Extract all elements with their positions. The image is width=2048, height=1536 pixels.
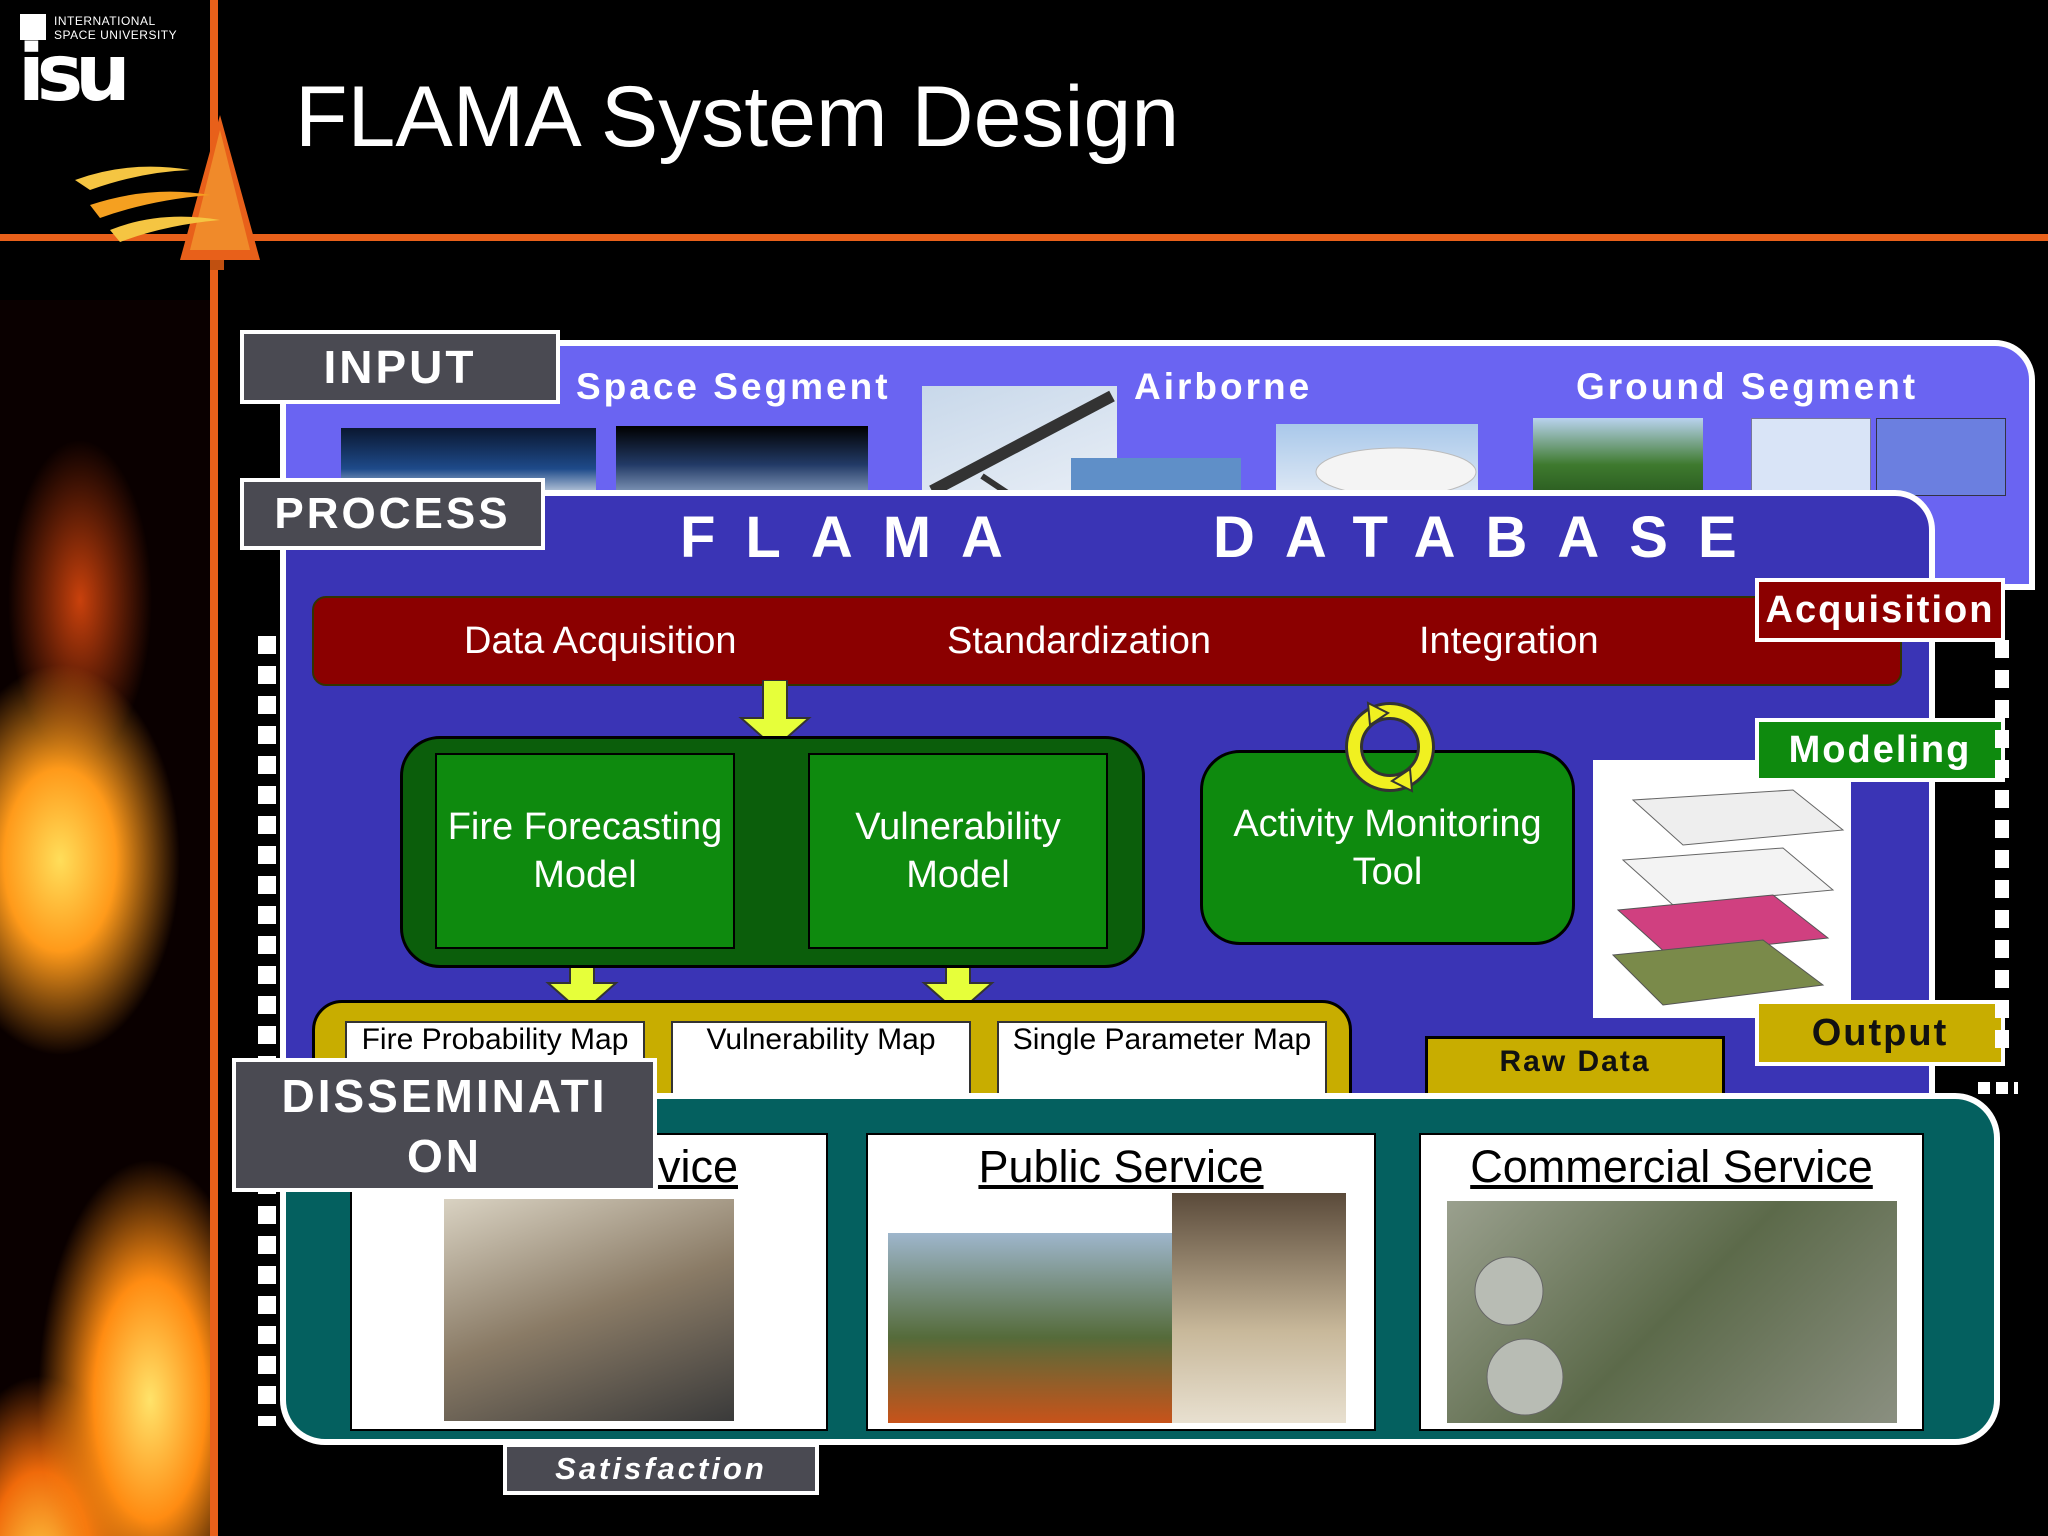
space-segment-label: Space Segment [576, 366, 891, 407]
dissemination-panel: vice Public Service Commercial Service [280, 1093, 2000, 1445]
output-tag: Output [1755, 1000, 2005, 1066]
public-service-title: Public Service [978, 1141, 1264, 1192]
db-title-database: DATABASE [1213, 505, 1767, 570]
fire-forecasting-model: Fire Forecasting Model [435, 753, 735, 949]
orange-horizontal-rule [0, 234, 2048, 241]
dashed-border-corner [1978, 1082, 2018, 1094]
people-laptop-photo [444, 1199, 734, 1421]
firefighters-photo [888, 1233, 1178, 1423]
refresh-cycle-icon [1345, 701, 1435, 793]
page-title: FLAMA System Design [295, 69, 1180, 165]
single-parameter-map: Single Parameter Map [997, 1021, 1327, 1106]
isu-logo-block [20, 14, 46, 40]
isu-logo-line2: SPACE UNIVERSITY [54, 28, 178, 42]
airship-photo [1276, 424, 1478, 497]
gis-layers-image [1593, 760, 1851, 1018]
commercial-service-title: Commercial Service [1470, 1141, 1873, 1192]
public-service-card: Public Service [866, 1133, 1376, 1431]
ground-segment-label: Ground Segment [1576, 366, 1919, 407]
raw-data-label: Raw Data [1499, 1045, 1651, 1078]
dissemination-tag-line2: ON [407, 1130, 482, 1182]
modeling-tag: Modeling [1755, 718, 2005, 782]
commercial-service-card: Commercial Service [1419, 1133, 1924, 1431]
flama-logo-icon [75, 115, 260, 270]
standardization-label: Standardization [947, 620, 1212, 662]
flama-database-title: FLAMA DATABASE [680, 504, 1767, 571]
dashed-border-left [258, 636, 276, 1426]
isu-logo-mark: isu [18, 29, 131, 119]
acquisition-tag: Acquisition [1755, 578, 2005, 642]
vulnerability-map: Vulnerability Map [671, 1021, 971, 1106]
vulnerability-model: Vulnerability Model [808, 753, 1108, 949]
dashed-border-right [1995, 640, 2009, 1060]
integration-label: Integration [1419, 620, 1599, 662]
airborne-label: Airborne [1134, 366, 1313, 407]
weather-station-screen-2 [1876, 418, 2006, 496]
input-tag: INPUT [240, 330, 560, 404]
farmers-map-photo [1172, 1193, 1346, 1423]
ground-trees-photo [1533, 418, 1703, 496]
orange-vertical-rule [210, 0, 218, 1536]
satisfaction-tag: Satisfaction [503, 1443, 819, 1495]
database-process-bar: Data Acquisition Standardization Integra… [312, 596, 1902, 686]
dissemination-tag: DISSEMINATI ON [232, 1058, 657, 1192]
activity-monitoring-tool: Activity Monitoring Tool [1200, 750, 1575, 945]
service-1-title: vice [657, 1141, 738, 1192]
fire-background [0, 300, 210, 1536]
isu-logo-line1: INTERNATIONAL [54, 14, 156, 28]
aerial-industrial-photo [1447, 1201, 1897, 1423]
earth-orbit-photo [616, 426, 868, 496]
weather-station-screen-1 [1751, 418, 1871, 496]
down-arrow-icon [738, 680, 812, 750]
process-tag: PROCESS [240, 478, 545, 550]
dissemination-tag-line1: DISSEMINATI [281, 1070, 608, 1122]
data-acquisition-label: Data Acquisition [464, 620, 737, 662]
models-container: Fire Forecasting Model Vulnerability Mod… [400, 736, 1145, 968]
db-title-flama: FLAMA [680, 505, 1031, 570]
sky-photo [1071, 458, 1241, 496]
